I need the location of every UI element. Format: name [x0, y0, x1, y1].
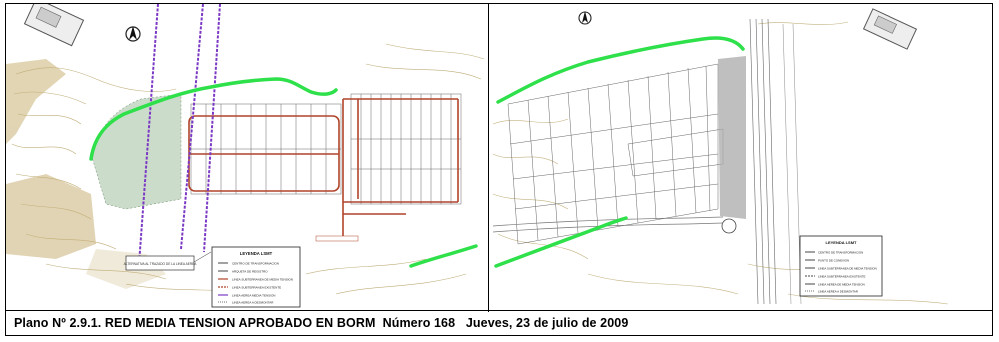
right-plan-panel: LEYENDA LSMT CENTRO DE TRANSFORMACION PU…: [488, 4, 991, 312]
plan-sheet: ALTERNATIVA AL TRAZADO DE LA LINEA AEREA…: [5, 3, 993, 336]
left-plan-panel: ALTERNATIVA AL TRAZADO DE LA LINEA AEREA…: [6, 4, 489, 312]
right-legend: LEYENDA LSMT CENTRO DE TRANSFORMACION PU…: [799, 235, 883, 297]
left-legend-item: LINEA SUBTERRANEA EXISTENTE: [232, 286, 281, 290]
right-legend-item: LINEA SUBTERRANEA DE MEDIA TENSION: [818, 267, 877, 271]
left-legend: LEYENDA LSMT CENTRO DE TRANSFORMACION AR…: [211, 246, 301, 308]
caption-bar: Plano Nº 2.9.1. RED MEDIA TENSION APROBA…: [6, 310, 992, 335]
right-legend-item: LINEA SUBTERRANEA EXISTENTE: [818, 275, 865, 279]
left-legend-item: CENTRO DE TRANSFORMACION: [232, 262, 279, 266]
right-legend-item: LINEA AEREA A DESMONTAR: [818, 290, 858, 294]
green-new-line: [494, 36, 745, 268]
north-arrow-icon: [578, 11, 592, 25]
plan-caption: Plano Nº 2.9.1. RED MEDIA TENSION APROBA…: [14, 316, 629, 330]
location-thumbnail: [23, 4, 85, 47]
green-new-line: [89, 77, 478, 268]
left-legend-item: LINEA SUBTERRANEA DE MEDIA TENSION: [232, 278, 293, 282]
annotation-text: ALTERNATIVA AL TRAZADO DE LA LINEA AEREA: [124, 262, 198, 266]
right-legend-title: LEYENDA LSMT: [826, 240, 858, 245]
parcel-grid: [507, 63, 724, 245]
small-red-label: [315, 235, 359, 242]
north-arrow-icon: [125, 26, 141, 42]
annotation-box: ALTERNATIVA AL TRAZADO DE LA LINEA AEREA: [124, 251, 212, 271]
right-legend-item: LINEA AEREA DE MEDIA TENSION: [818, 283, 865, 287]
right-plan-drawing: LEYENDA LSMT CENTRO DE TRANSFORMACION PU…: [492, 8, 949, 305]
access-road: [492, 216, 724, 233]
left-legend-item: ARQUETA DE REGISTRO: [232, 270, 268, 274]
left-legend-item: LINEA AEREA MEDIA TENSION: [232, 294, 275, 298]
left-plan-drawing: ALTERNATIVA AL TRAZADO DE LA LINEA AEREA…: [6, 4, 485, 308]
parcel-grid: [190, 93, 462, 205]
left-legend-title: LEYENDA LSMT: [240, 251, 273, 256]
right-legend-item: PUNTO DE CONEXION: [818, 259, 849, 263]
purple-overhead-lines: [138, 4, 221, 265]
left-legend-item: LINEA AEREA A DESMONTAR: [232, 301, 274, 305]
location-thumbnail: [862, 8, 918, 50]
railway-corridor: [718, 18, 802, 305]
right-legend-item: CENTRO DE TRANSFORMACION: [818, 251, 863, 255]
